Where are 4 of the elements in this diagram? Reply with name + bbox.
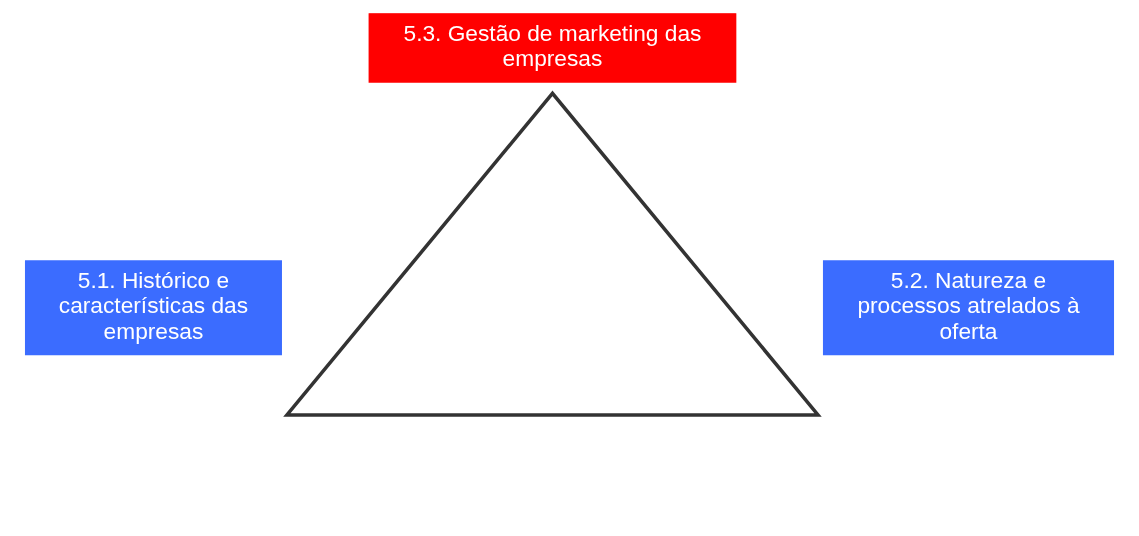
node-box: 5.1. Histórico e características das empresas — [24, 260, 282, 356]
node-box: 5.2. Natureza e processos atrelados à oferta — [822, 260, 1115, 356]
node-triangle — [283, 90, 822, 417]
node-box: 5.3. Gestão de marketing das empresas — [368, 13, 737, 83]
